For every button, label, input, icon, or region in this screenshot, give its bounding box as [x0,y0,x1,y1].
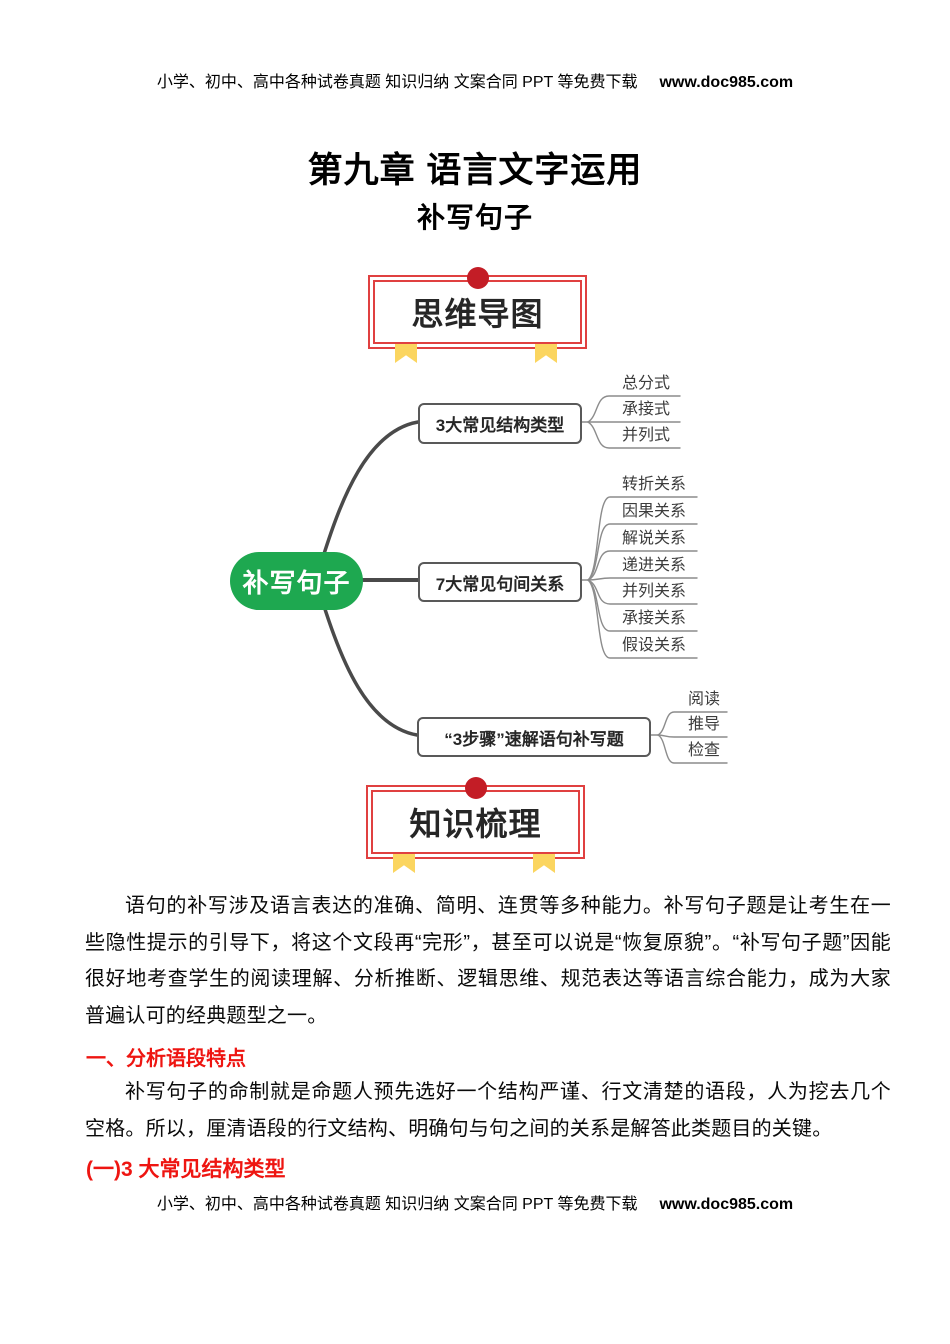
red-dot-icon [464,777,487,799]
mindmap-leaf: 并列式 [622,427,671,444]
page-subtitle: 补写句子 [416,202,533,233]
connector-leaf [587,577,698,581]
page-header: 小学、初中、高中各种试卷真题 知识归纳 文案合同 PPT 等免费下载 www.do… [0,68,950,92]
connector-root-branch1 [321,420,420,559]
intro-paragraph: 语句的补写涉及语言表达的准确、简明、连贯等多种能力。补写句子题是让考生在一些隐性… [85,895,891,1027]
mindmap-root-node: 补写句子 [230,552,363,610]
mindmap-badge-label: 思维导图 [373,280,582,344]
knowledge-badge-label: 知识梳理 [371,790,580,854]
mindmap-leaf: 检查 [688,742,721,759]
mindmap-leaf: 阅读 [688,691,721,708]
knowledge-badge: 知识梳理 [366,777,585,873]
mindmap-leaf: 承接关系 [622,610,687,627]
header-text: 小学、初中、高中各种试卷真题 知识归纳 文案合同 PPT 等免费下载 [156,74,638,91]
mindmap-leaf: 递进关系 [622,557,687,574]
mindmap-branch-1: 3大常见结构类型 [418,403,582,444]
section-heading-1: 一、分析语段特点 [86,1048,246,1070]
mindmap-leaf: 假设关系 [622,637,687,654]
header-url-link[interactable]: www.doc985.com [659,74,794,91]
connector-root-branch3 [321,601,419,737]
mindmap-leaf: 因果关系 [622,503,687,520]
footer-text: 小学、初中、高中各种试卷真题 知识归纳 文案合同 PPT 等免费下载 [156,1196,638,1213]
page-footer: 小学、初中、高中各种试卷真题 知识归纳 文案合同 PPT 等免费下载 www.do… [0,1190,950,1214]
section-paragraph: 补写句子的命制就是命题人预先选好一个结构严谨、行文清楚的语段，人为挖去几个空格。… [85,1081,891,1140]
footer-url-link[interactable]: www.doc985.com [659,1196,794,1213]
mindmap-branch-2: 7大常见句间关系 [418,562,582,602]
mindmap-leaf: 转折关系 [622,476,687,493]
mindmap-leaf: 并列关系 [622,583,687,600]
mindmap-leaf: 推导 [688,716,721,733]
mindmap-leaf: 总分式 [622,375,671,392]
connector-leaf [657,734,728,738]
mindmap-branch-3: “3步骤”速解语句补写题 [417,717,651,757]
mindmap-leaf: 承接式 [622,401,671,418]
subsection-heading: (一)3 大常见结构类型 [86,1158,286,1181]
red-dot-icon [466,267,489,289]
mindmap-leaf: 解说关系 [622,530,687,547]
page-title: 第九章 语言文字运用 [307,151,643,190]
mindmap-badge: 思维导图 [368,267,587,363]
